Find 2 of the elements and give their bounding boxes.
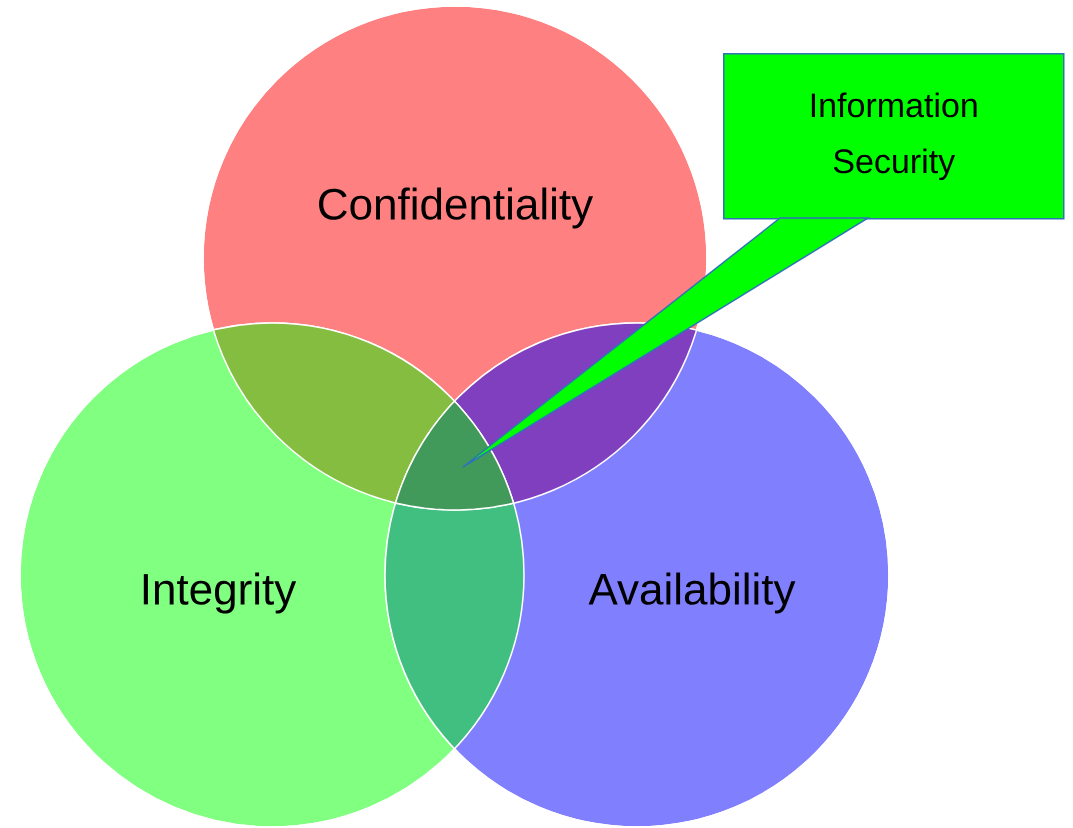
callout-box: Information Security [723, 53, 1065, 220]
center-region [394, 400, 515, 511]
